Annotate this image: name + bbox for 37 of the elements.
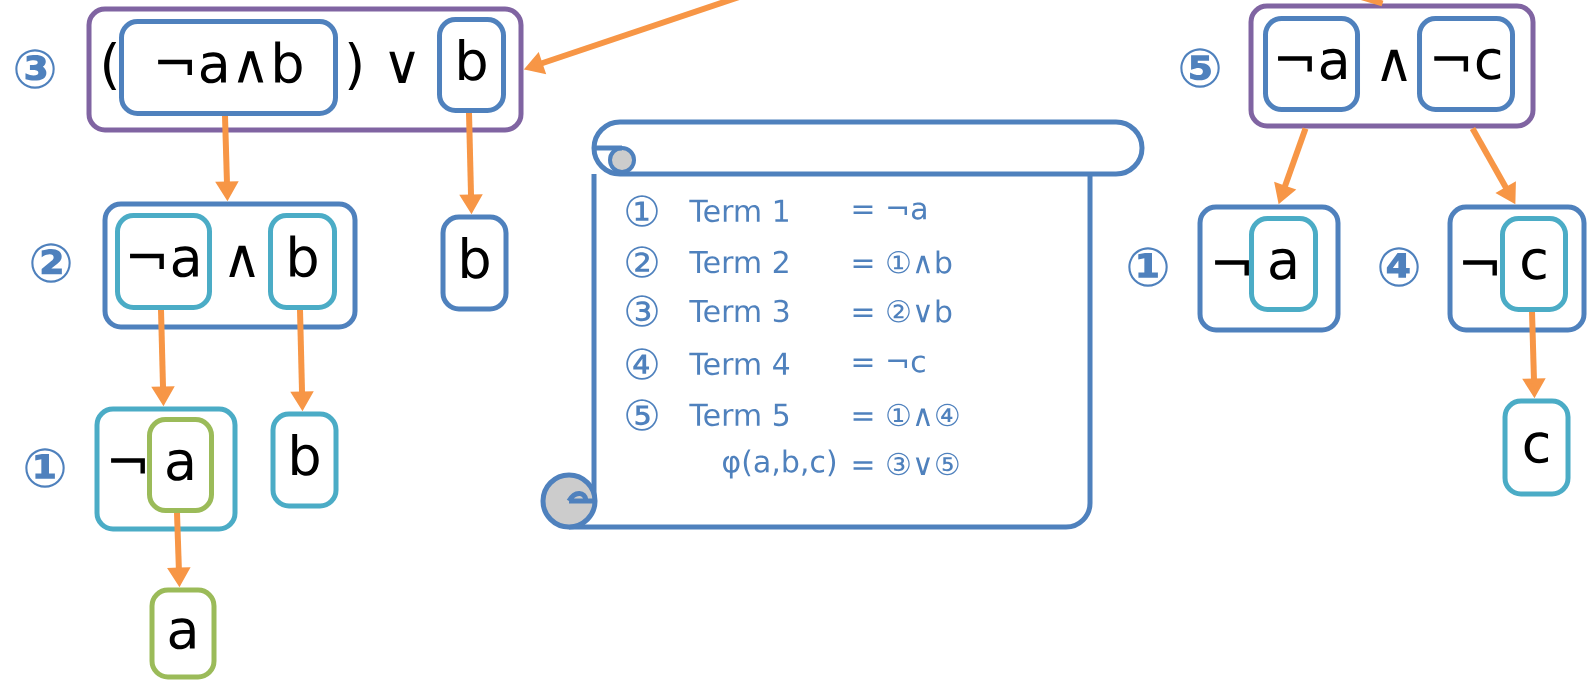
node-label: φ(a,b,c): [723, 449, 836, 479]
term-box: a: [1249, 216, 1318, 312]
node-label: ①: [626, 195, 658, 227]
term-box: a: [147, 417, 214, 513]
term-box: b: [437, 17, 506, 113]
term-box: ¬a∧b: [119, 19, 338, 116]
node-label: Term 2: [689, 250, 788, 274]
node-label: ③: [626, 295, 658, 327]
node-label: ) ∨: [348, 42, 415, 91]
term-box: a: [149, 587, 217, 680]
term-box: ¬a: [1263, 16, 1360, 112]
term-box: ¬a: [115, 213, 212, 310]
node-label: ⑤: [626, 399, 658, 431]
term-box: ¬c: [1417, 16, 1515, 112]
node-label: Term 4: [689, 352, 790, 376]
node-label: = ③∨⑤: [853, 452, 959, 476]
term-box: b: [270, 411, 339, 509]
circled-number: ②: [31, 243, 71, 283]
circled-number: ⑤: [1180, 48, 1220, 88]
node-label: ②: [626, 246, 658, 278]
term-box: c: [1500, 216, 1568, 312]
node-label: = ①∧④: [853, 403, 959, 427]
term-box: b: [440, 214, 509, 312]
circled-number: ①: [25, 448, 65, 488]
node-label: = ¬a: [853, 202, 926, 220]
node-label: Term 3: [689, 299, 789, 323]
term-box: b: [268, 213, 337, 310]
node-label: (: [104, 42, 117, 91]
node-label: Term 1: [689, 199, 788, 223]
circled-number: ③: [15, 49, 55, 89]
term-box: c: [1502, 398, 1571, 497]
node-label: ④: [626, 348, 658, 380]
node-label: Term 5: [689, 403, 789, 427]
node-label: = ②∨b: [853, 299, 952, 323]
circled-number: ④: [1379, 247, 1419, 287]
node-label: = ¬c: [853, 355, 925, 373]
node-label: = ①∧b: [853, 250, 952, 274]
